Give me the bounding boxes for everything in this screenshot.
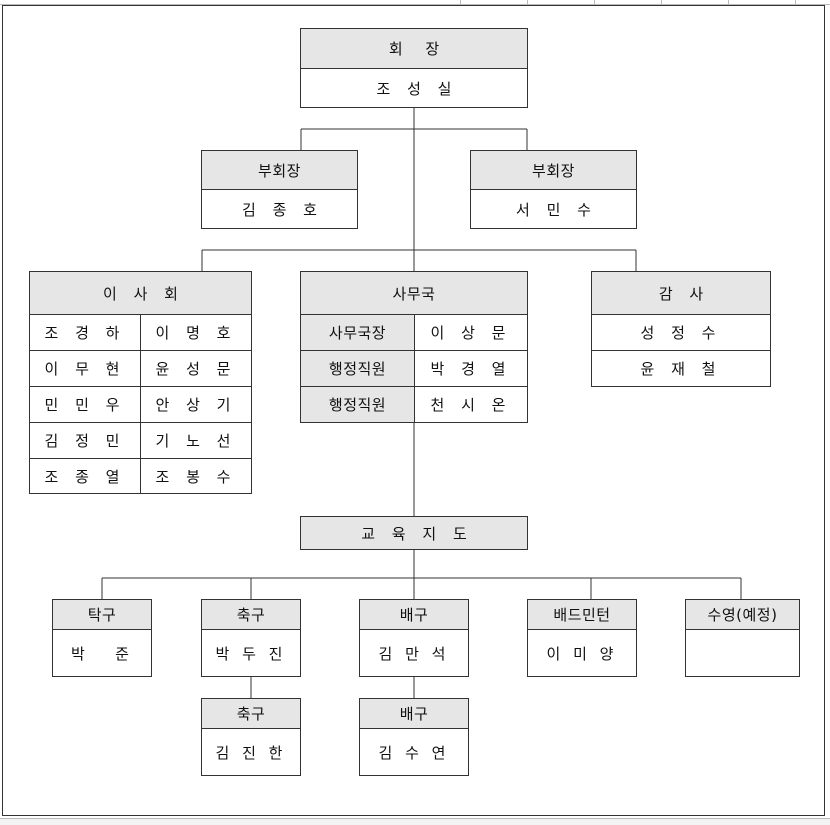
audit-member: 성 정 수 [592, 315, 770, 351]
vice-president-left-box: 부회장 김 종 호 [201, 150, 358, 229]
sub-sport-leader: 김 수 연 [378, 743, 450, 762]
office-title: 사무국 [301, 272, 527, 315]
sub-sport-title: 축구 [202, 699, 300, 729]
board-member: 이 무 현 [30, 351, 140, 387]
audit-box: 감 사 성 정 수 윤 재 철 [591, 271, 771, 387]
office-role: 행정직원 [301, 351, 414, 387]
office-box: 사무국 사무국장 이 상 문 행정직원 박 경 열 행정직원 천 시 온 [300, 271, 528, 423]
sport-box-table-tennis: 탁구 박 준 [52, 599, 152, 677]
president-box: 회 장 조 성 실 [300, 28, 528, 108]
vice-president-left-name: 김 종 호 [242, 200, 323, 219]
vice-president-right-name: 서 민 수 [516, 200, 597, 219]
sport-box-badminton: 배드민턴 이 미 양 [527, 599, 637, 677]
board-member: 안 상 기 [141, 387, 251, 423]
sport-box-swimming: 수영(예정) [685, 599, 800, 677]
audit-member: 윤 재 철 [640, 360, 722, 378]
sub-sport-box-soccer: 축구 김 진 한 [201, 698, 301, 776]
board-member: 조 종 열 [44, 467, 126, 486]
education-box: 교 육 지 도 [300, 516, 528, 550]
sport-leader: 이 미 양 [546, 644, 618, 663]
vice-president-right-title: 부회장 [471, 151, 636, 190]
president-name: 조 성 실 [376, 79, 458, 98]
sport-leader [686, 630, 799, 676]
office-role: 행정직원 [301, 387, 414, 422]
sport-title: 축구 [202, 600, 300, 630]
office-role: 사무국장 [301, 315, 414, 351]
sport-title: 탁구 [53, 600, 151, 630]
office-name: 박 경 열 [415, 351, 527, 387]
sport-box-volleyball: 배구 김 만 석 [359, 599, 469, 677]
sport-leader: 박 두 진 [215, 644, 287, 663]
vice-president-right-box: 부회장 서 민 수 [470, 150, 637, 229]
board-member: 김 정 민 [30, 423, 140, 459]
vice-president-left-title: 부회장 [202, 151, 357, 190]
president-title: 회 장 [301, 29, 527, 69]
sport-leader: 박 준 [71, 644, 133, 663]
board-member: 민 민 우 [30, 387, 140, 423]
sport-title: 수영(예정) [686, 600, 799, 630]
board-member: 조 경 하 [30, 315, 140, 351]
top-ruler-strip [0, 0, 830, 5]
bottom-status-strip [0, 818, 830, 825]
office-name: 이 상 문 [415, 315, 527, 351]
sport-title: 배구 [360, 600, 468, 630]
sub-sport-title: 배구 [360, 699, 468, 729]
sport-leader: 김 만 석 [378, 644, 450, 663]
board-member: 이 명 호 [141, 315, 251, 351]
audit-title: 감 사 [592, 272, 770, 315]
sub-sport-leader: 김 진 한 [215, 743, 287, 762]
sub-sport-box-volleyball: 배구 김 수 연 [359, 698, 469, 776]
board-member: 조 봉 수 [155, 467, 237, 486]
sport-title: 배드민턴 [528, 600, 636, 630]
board-member: 기 노 선 [141, 423, 251, 459]
office-name: 천 시 온 [430, 396, 512, 414]
board-member: 윤 성 문 [141, 351, 251, 387]
board-box: 이 사 회 조 경 하 이 명 호 이 무 현 윤 성 문 민 민 우 안 상 … [29, 271, 252, 494]
education-title: 교 육 지 도 [361, 524, 473, 543]
board-title: 이 사 회 [30, 272, 251, 315]
sport-box-soccer: 축구 박 두 진 [201, 599, 301, 677]
